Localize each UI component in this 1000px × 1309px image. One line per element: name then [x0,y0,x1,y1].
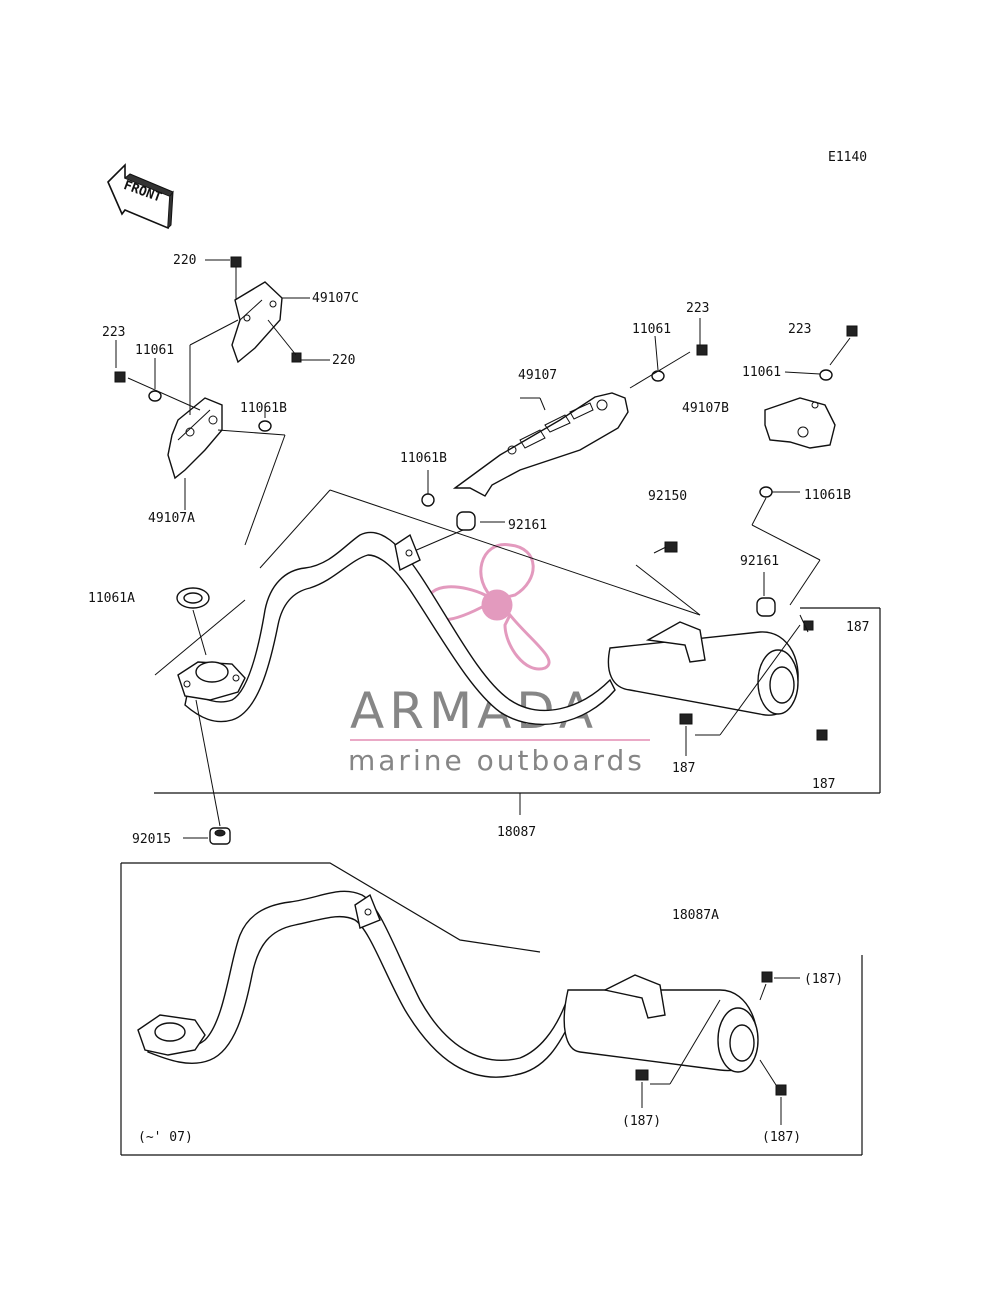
washer-11061B-left [258,420,272,432]
date-range-label: (~' 07) [138,1130,193,1145]
callout-49107: 49107 [518,368,557,383]
callout-49107B: 49107B [682,401,729,416]
frame-upper [154,607,881,815]
callout-187-b: 187 [672,761,695,776]
bolt-187-lower-b [635,1069,649,1081]
armada-logo: ARMADA marine outboards [348,543,650,777]
callout-92150: 92150 [648,489,687,504]
gasket-11061A [176,587,210,609]
rubber-92161-right [756,597,776,617]
bolt-220-top [230,256,242,278]
callout-223-right: 223 [788,322,811,337]
callout-92015: 92015 [132,832,171,847]
bolt-187-lower-a [761,971,773,983]
heat-guard-49107B [764,397,836,449]
washer-11061-right [819,369,833,381]
callout-11061-left: 11061 [135,343,174,358]
callout-11061B-right: 11061B [804,488,851,503]
callout-223-left: 223 [102,325,125,340]
callout-18087A: 18087A [672,908,719,923]
washer-11061B-right [759,486,773,498]
leader-lines-lower [641,977,800,1125]
callout-49107A: 49107A [148,511,195,526]
bolt-187-upper-c [816,729,828,741]
callout-11061A: 11061A [88,591,135,606]
callout-220-mid: 220 [332,353,355,368]
washer-11061-mid [651,370,665,382]
exhaust-pipe-18087 [177,531,799,725]
leader-lines-pipe [154,489,809,839]
callout-187-paren-b: (187) [622,1114,661,1129]
bolt-223-right [846,325,858,337]
callout-187-a: 187 [846,620,869,635]
callout-223-mid: 223 [686,301,709,316]
front-arrow-icon: FRONT [107,163,174,230]
bolt-223-mid [696,344,708,356]
washer-11061B-mid [421,493,435,507]
exhaust-pipe-18087A [137,890,759,1078]
bolt-220-mid [291,352,302,363]
callout-187-c: 187 [812,777,835,792]
callout-18087: 18087 [497,825,536,840]
heat-guard-49107C [231,281,283,364]
propeller-icon [426,543,551,671]
bolt-187-upper-a [803,620,814,631]
bolt-223-left [114,371,126,383]
figure-code: E1140 [828,150,867,165]
bolt-187-upper-b [679,713,693,725]
frame-lower [120,862,863,1156]
bolt-92150 [653,541,678,554]
bolt-187-lower-c [775,1084,787,1096]
callout-11061B-left: 11061B [240,401,287,416]
leader-lines-upper [115,259,851,616]
heat-guard-49107A [167,397,223,480]
nut-92015 [209,827,231,845]
callout-49107C: 49107C [312,291,359,306]
heat-guard-49107 [452,392,629,497]
callout-11061-right: 11061 [742,365,781,380]
callout-187-paren-c: (187) [762,1130,801,1145]
callout-11061-mid: 11061 [632,322,671,337]
washer-11061-left [148,390,162,402]
rubber-92161-mid [456,511,476,531]
callout-92161-right: 92161 [740,554,779,569]
callout-11061B-mid: 11061B [400,451,447,466]
callout-220-top: 220 [173,253,196,268]
callout-187-paren-a: (187) [804,972,843,987]
callout-92161-mid: 92161 [508,518,547,533]
watermark-tagline: marine outboards [348,744,645,777]
